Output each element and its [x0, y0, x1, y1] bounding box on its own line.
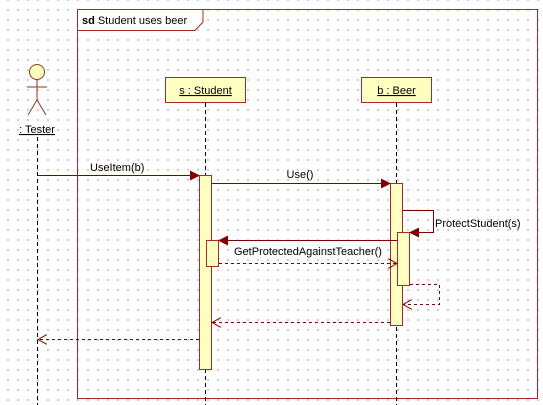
- actor-label: : Tester: [19, 124, 55, 136]
- actor-tester[interactable]: : Tester: [19, 64, 55, 137]
- message-label: ProtectStudent(s): [435, 218, 521, 230]
- frame-border: [77, 9, 538, 399]
- message-get-protected[interactable]: GetProtectedAgainstTeacher(): [218, 235, 397, 259]
- message-use[interactable]: Use(): [212, 169, 391, 189]
- activation-student[interactable]: [199, 175, 212, 370]
- return-protect-student[interactable]: [403, 284, 440, 305]
- lifeline-beer[interactable]: b : Beer: [361, 77, 432, 103]
- lifeline-head-beer[interactable]: [361, 77, 432, 103]
- frame-title-text: Student uses beer: [98, 15, 188, 27]
- lifeline-head-student[interactable]: [165, 77, 246, 103]
- activation-student-nested[interactable]: [206, 240, 219, 267]
- lifeline-label-beer: b : Beer: [377, 85, 416, 97]
- message-label: UseItem(b): [90, 162, 144, 174]
- activation-beer-nested[interactable]: [397, 232, 410, 286]
- message-label: GetProtectedAgainstTeacher(): [234, 246, 382, 258]
- message-use-item[interactable]: UseItem(b): [38, 162, 200, 181]
- frame-keyword: sd: [82, 15, 95, 27]
- message-protect-student[interactable]: ProtectStudent(s): [403, 210, 521, 238]
- stick-figure-actor-icon: [27, 64, 47, 116]
- lifeline-label-student: s : Student: [179, 85, 232, 97]
- message-line: [403, 210, 434, 238]
- frame-title-tab: [77, 9, 204, 31]
- message-label: Use(): [287, 169, 314, 181]
- lifeline-student[interactable]: s : Student: [165, 77, 246, 103]
